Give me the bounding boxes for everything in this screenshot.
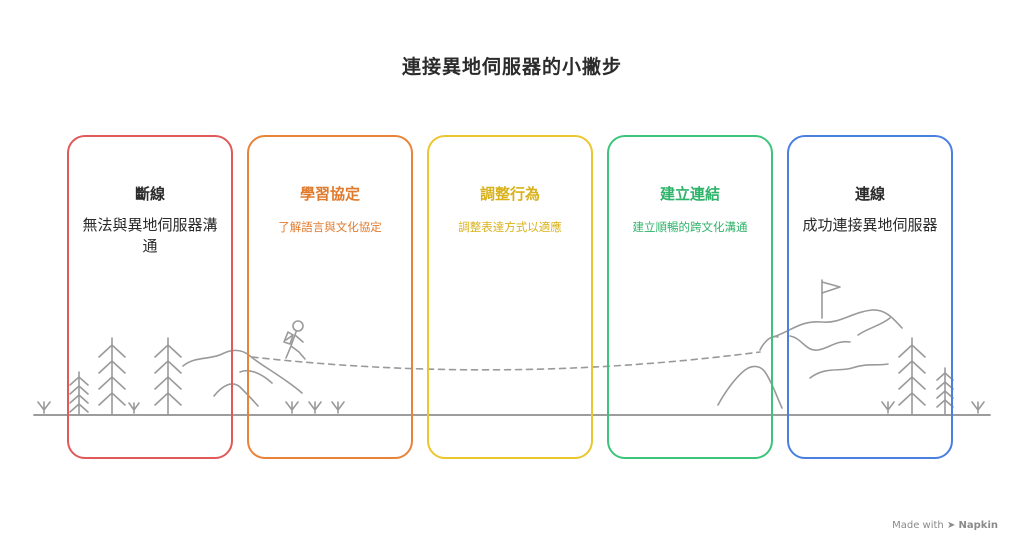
step-description: 調整表達方式以適應 (458, 220, 562, 234)
pine-tree-icon (98, 337, 126, 415)
dashed-trail (251, 351, 761, 371)
step-card-adjust-behavior: 調整行為 調整表達方式以適應 (427, 135, 593, 459)
step-heading: 連線 (854, 185, 885, 203)
pine-tree-icon (154, 337, 182, 415)
pine-tree-icon (936, 367, 954, 415)
step-heading: 建立連結 (659, 185, 720, 203)
step-description: 建立順暢的跨文化溝通 (632, 220, 748, 234)
step-heading: 調整行為 (479, 185, 540, 203)
step-card-connected: 連線 成功連接異地伺服器 (787, 135, 953, 459)
pine-tree-icon (69, 371, 89, 415)
step-card-disconnected: 斷線 無法與異地伺服器溝通 (67, 135, 233, 459)
napkin-logo-icon: ➤ (946, 520, 956, 531)
step-card-learn-protocol: 學習協定 了解語言與文化協定 (247, 135, 413, 459)
step-heading: 斷線 (134, 185, 165, 203)
step-heading: 學習協定 (299, 185, 360, 203)
mountain-icon (182, 349, 303, 407)
pine-tree-icon (898, 337, 926, 415)
step-description: 了解語言與文化協定 (278, 220, 382, 234)
watermark-prefix: Made with (892, 520, 944, 531)
napkin-watermark: Made with ➤ Napkin (892, 520, 998, 531)
watermark-brand: Napkin (958, 520, 998, 531)
flag-icon (821, 279, 841, 319)
hiker-icon (283, 320, 306, 360)
step-description: 無法與異地伺服器溝通 (82, 216, 218, 255)
grass-icon (37, 401, 985, 414)
step-card-build-link: 建立連結 建立順暢的跨文化溝通 (607, 135, 773, 459)
diagram-title: 連接異地伺服器的小撇步 (401, 56, 622, 78)
step-description: 成功連接異地伺服器 (802, 216, 938, 234)
mountain-icon (717, 309, 903, 409)
